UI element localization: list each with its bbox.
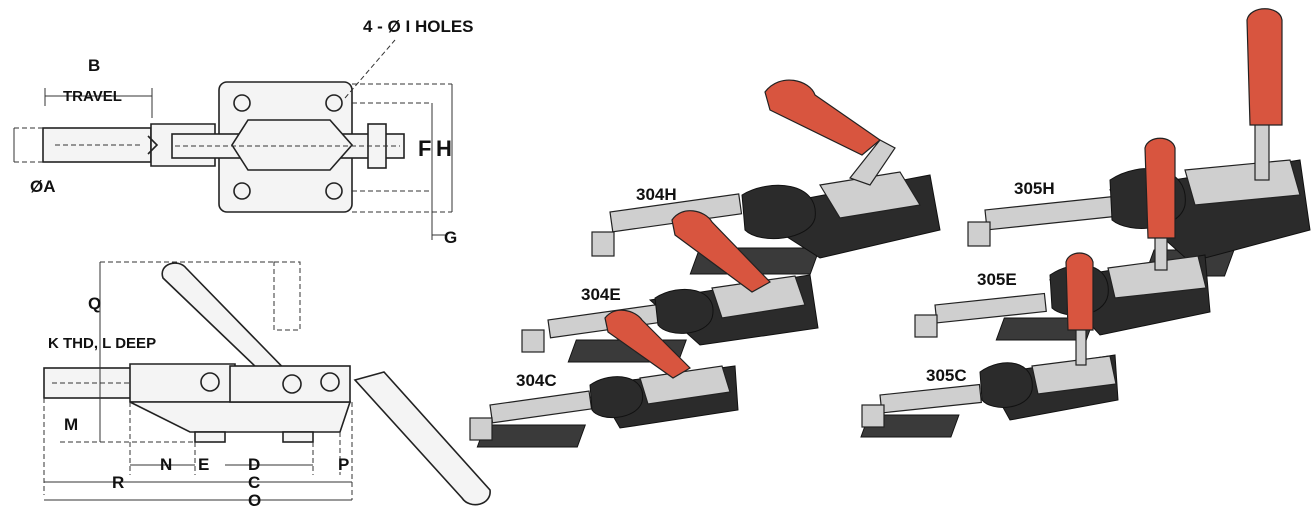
r-dimension-label: R bbox=[112, 473, 124, 492]
pivot-pin bbox=[200, 372, 220, 392]
red-grip bbox=[671, 210, 771, 293]
clamp-305c-image bbox=[860, 252, 1119, 438]
diameter-a-label: ØA bbox=[30, 177, 56, 196]
mount-hole bbox=[325, 182, 343, 200]
h-dimension-label: H bbox=[436, 136, 452, 161]
red-grip bbox=[604, 309, 691, 379]
clamp-304h-image bbox=[591, 79, 941, 275]
travel-label: TRAVEL bbox=[63, 88, 122, 105]
top-view-drawing bbox=[13, 39, 453, 240]
e-dimension-label: E bbox=[198, 455, 209, 474]
m-dimension-label: M bbox=[64, 415, 78, 434]
clamp-304c-image bbox=[469, 309, 739, 448]
n-dimension-label: N bbox=[160, 455, 172, 474]
pivot-pin bbox=[282, 374, 302, 394]
model-label-305h: 305H bbox=[1014, 179, 1055, 198]
mount-hole bbox=[325, 94, 343, 112]
base-foot bbox=[194, 431, 226, 443]
pivot-pin bbox=[320, 372, 340, 392]
q-dimension-label: Q bbox=[88, 294, 101, 313]
red-grip bbox=[1065, 252, 1094, 331]
handle-lowered bbox=[353, 371, 491, 506]
red-grip bbox=[1144, 137, 1176, 239]
clamp-305h-image bbox=[967, 8, 1311, 277]
model-label-305e: 305E bbox=[977, 270, 1017, 289]
model-label-304e: 304E bbox=[581, 285, 621, 304]
red-grip bbox=[764, 79, 881, 156]
holes-label: 4 - Ø I HOLES bbox=[363, 17, 474, 36]
side-view-drawing bbox=[43, 261, 491, 506]
mount-hole bbox=[233, 94, 251, 112]
c-dimension-label: C bbox=[248, 473, 260, 492]
clamp-body bbox=[129, 401, 352, 433]
linkage-housing bbox=[231, 119, 354, 171]
model-label-304h: 304H bbox=[636, 185, 677, 204]
o-dimension-label: O bbox=[248, 491, 261, 510]
b-dimension-label: B bbox=[88, 56, 100, 75]
g-dimension-label: G bbox=[444, 228, 457, 247]
model-label-304c: 304C bbox=[516, 371, 557, 390]
mount-hole bbox=[233, 182, 251, 200]
d-dimension-label: D bbox=[248, 455, 260, 474]
red-grip bbox=[1246, 8, 1283, 126]
f-dimension-label: F bbox=[418, 136, 431, 161]
model-label-305c: 305C bbox=[926, 366, 967, 385]
p-dimension-label: P bbox=[338, 455, 349, 474]
clamp-305e-image bbox=[914, 137, 1211, 341]
base-foot bbox=[282, 431, 314, 443]
thread-label: K THD, L DEEP bbox=[48, 335, 156, 352]
